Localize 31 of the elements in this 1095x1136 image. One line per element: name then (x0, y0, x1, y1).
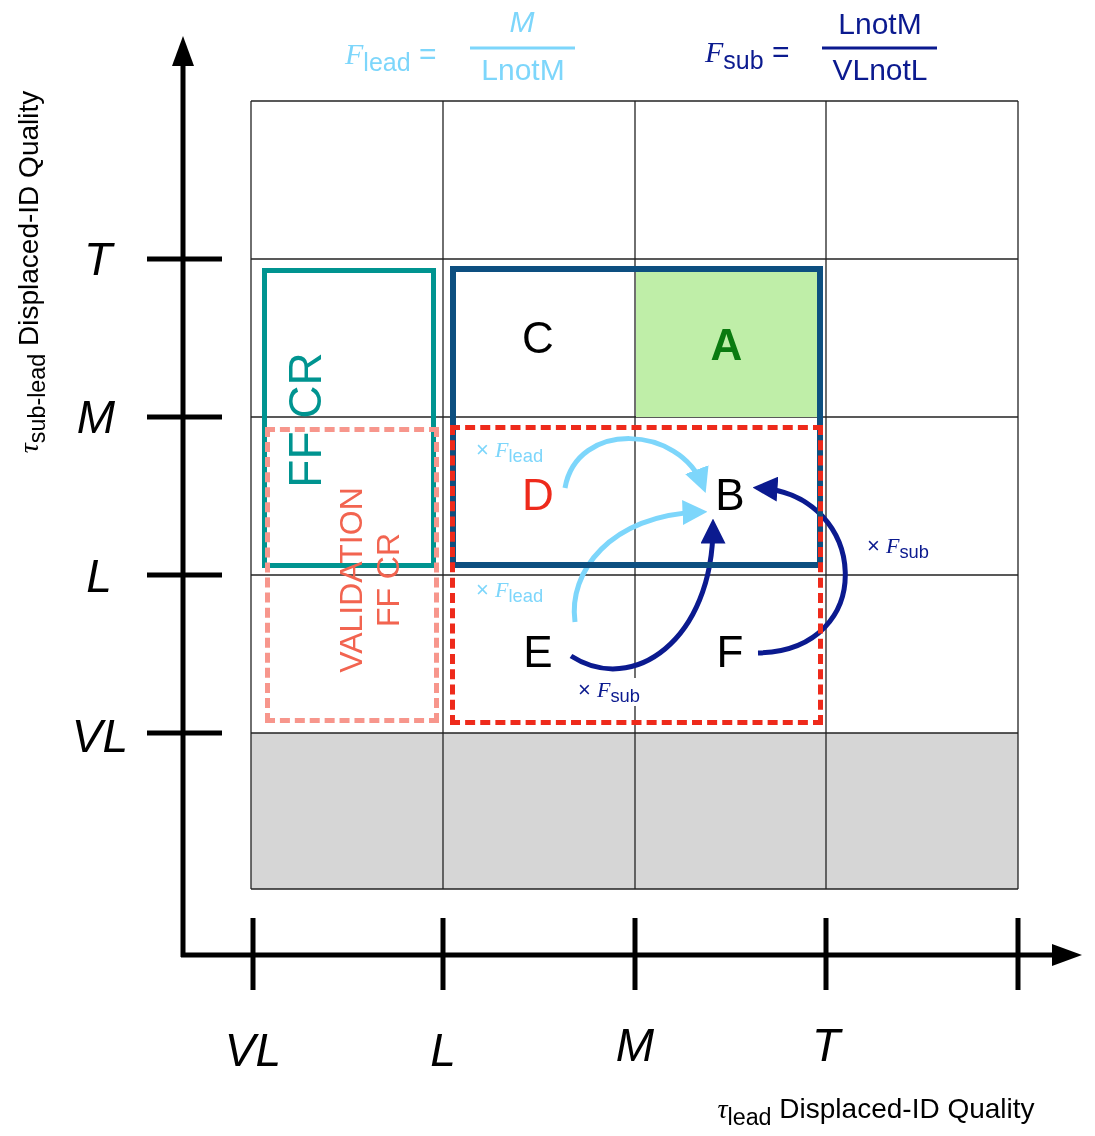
tick-label: M (615, 1022, 655, 1068)
region-label: FF CR (278, 351, 332, 490)
cell-label: E (513, 625, 563, 679)
formula-text: LnotM (481, 55, 565, 85)
highlighted-cell (636, 272, 817, 417)
curved-arrow (562, 436, 707, 493)
curved-arrow (569, 518, 725, 672)
formula-text: LnotM (838, 9, 922, 39)
curved-arrow (752, 478, 848, 656)
tick-label: T (811, 1022, 841, 1068)
cell-label: D (513, 468, 563, 522)
selection-region (450, 266, 823, 568)
formula-text: M (509, 7, 535, 37)
formula-text: VLnotL (832, 55, 928, 85)
edge-label: × F$_{sub}$ (577, 678, 641, 706)
cell-label: F (705, 625, 755, 679)
tick-label: L (86, 553, 112, 599)
region-box (265, 427, 439, 723)
formula-text: F$_{lead}$ = (345, 39, 437, 75)
tick-label: M (76, 394, 116, 440)
formula-text: F$_{sub}$ = (705, 37, 790, 73)
tick-label: VL (71, 713, 129, 759)
cell-label: C (513, 311, 563, 365)
curved-arrow (571, 501, 708, 623)
region-label: VALIDATION FF CR (333, 486, 407, 675)
cell-label: A (710, 319, 743, 370)
tick-label: VL (224, 1027, 282, 1073)
tick-label: T (83, 236, 113, 282)
tick-label: L (430, 1027, 456, 1073)
axis-title: τ$_{lead}$ Displaced-ID Quality (717, 1095, 1035, 1129)
cell-label: B (705, 468, 755, 522)
